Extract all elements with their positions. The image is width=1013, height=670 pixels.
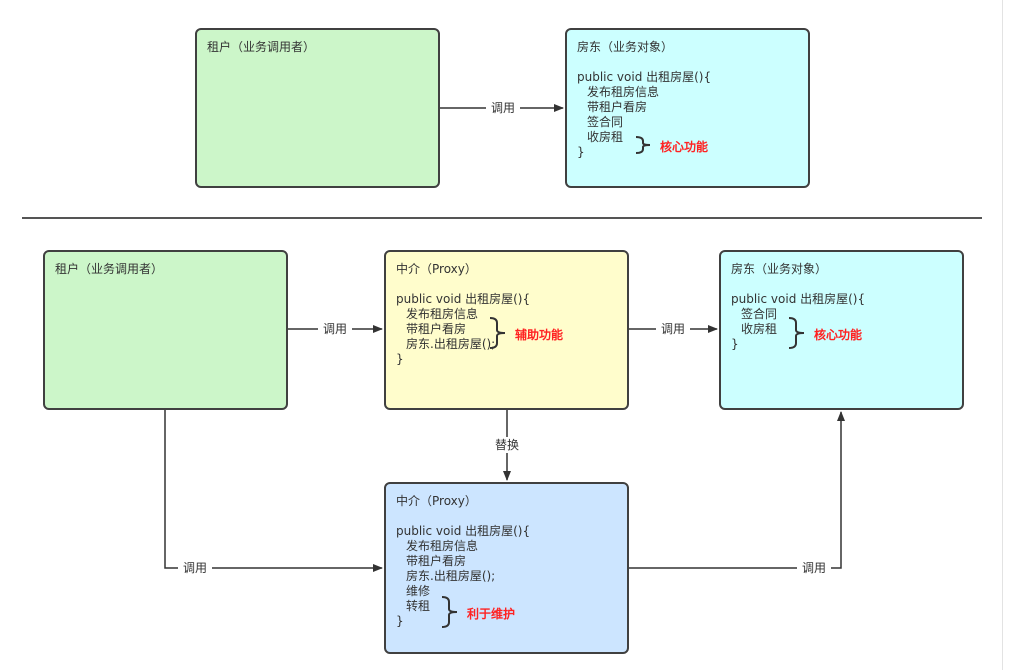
bottom-landlord-title: 房东（业务对象） [731,262,828,276]
proxy2-landlord-label-bg [797,560,831,576]
proxy2-line-5: 转租 [406,599,431,613]
top-tenant-box[interactable]: 租户（业务调用者） [195,28,440,188]
top-landlord-line-3: 签合同 [587,115,624,129]
proxy-method: public void 出租房屋(){ [396,292,531,306]
top-landlord-box[interactable]: 房东（业务对象） public void 出租房屋(){ 发布租房信息 带租户看… [565,28,810,188]
proxy-aux-label: 辅助功能 [515,328,564,342]
bottom-landlord-close: } [731,337,739,351]
bottom-landlord-box[interactable]: 房东（业务对象） public void 出租房屋(){ 签合同 收房租 } [719,250,964,410]
top-tenant-title: 租户（业务调用者） [207,40,316,54]
top-landlord-line-2: 带租户看房 [587,100,648,114]
proxy2-method: public void 出租房屋(){ [396,524,531,538]
replace-label-bg [490,437,524,453]
proxy-box[interactable]: 中介（Proxy） public void 出租房屋(){ 发布租房信息 带租户… [384,250,629,410]
bottom-core-brace [788,317,805,349]
top-call-label-bg [486,100,520,116]
tenant-proxy-label: 调用 [323,322,347,336]
replace-label: 替换 [495,438,519,452]
bottom-landlord-line-2: 收房租 [741,322,778,336]
top-landlord-line-1: 发布租房信息 [587,85,660,99]
bottom-landlord-line-1: 签合同 [741,307,778,321]
proxy2-title: 中介（Proxy） [396,494,477,508]
top-landlord-method: public void 出租房屋(){ [577,70,712,84]
top-landlord-title: 房东（业务对象） [577,40,674,54]
proxy2-landlord-edge [629,411,845,569]
tenant-proxy2-label: 调用 [183,561,207,575]
proxy-title: 中介（Proxy） [396,262,477,276]
tenant-proxy2-label-bg [178,560,212,576]
proxy2-line-3: 房东.出租房屋(); [406,569,496,583]
bottom-tenant-box[interactable]: 租户（业务调用者） [43,250,288,410]
proxy2-maint-label: 利于维护 [467,607,516,621]
bottom-core-label: 核心功能 [814,328,863,342]
bottom-tenant-title: 租户（业务调用者） [55,262,164,276]
tenant-proxy-label-bg [318,321,352,337]
proxy-close: } [396,352,404,366]
proxy2-maint-brace [441,596,458,628]
proxy2-landlord-label: 调用 [802,561,826,575]
top-core-label: 核心功能 [660,140,709,154]
proxy-line-2: 带租户看房 [406,322,467,336]
proxy-landlord-label-bg [656,321,690,337]
tenant-proxy2-edge [164,410,383,572]
proxy-aux-brace [489,317,506,349]
proxy-line-3: 房东.出租房屋(); [406,337,496,351]
proxy-line-1: 发布租房信息 [406,307,479,321]
proxy2-line-4: 维修 [406,584,431,598]
top-call-label: 调用 [491,101,515,115]
top-landlord-close: } [577,145,585,159]
proxy2-close: } [396,614,404,628]
proxy2-line-1: 发布租房信息 [406,539,479,553]
proxy2-line-2: 带租户看房 [406,554,467,568]
top-core-brace [635,136,651,154]
proxy2-box[interactable]: 中介（Proxy） public void 出租房屋(){ 发布租房信息 带租户… [384,482,629,654]
proxy-landlord-label: 调用 [661,322,685,336]
bottom-landlord-method: public void 出租房屋(){ [731,292,866,306]
top-landlord-line-4: 收房租 [587,130,624,144]
